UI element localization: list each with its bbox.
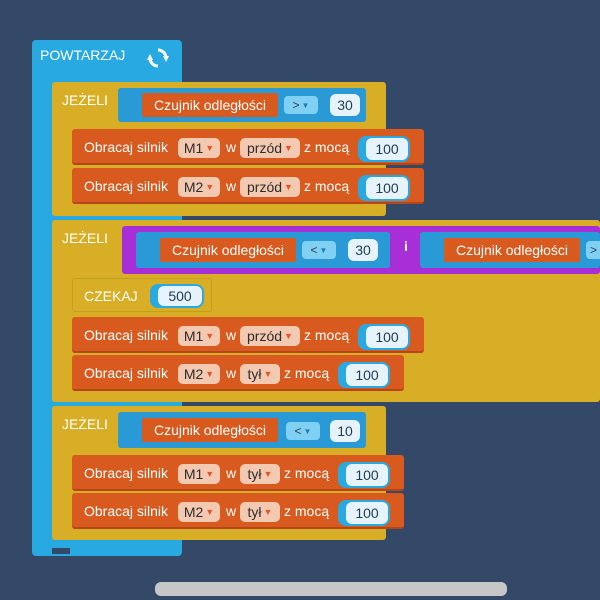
if3-cmd1-motor-dropdown[interactable]: M1▼ [178,464,220,484]
command-text: Obracaj silnik [84,327,169,343]
repeat-loop-label: POWTARZAJ [40,47,126,63]
if2-cmd1-motor-dropdown[interactable]: M1▼ [178,326,220,346]
if3-operator-dropdown[interactable]: <▼ [286,422,320,440]
if2-operator-b-dropdown[interactable]: > [586,241,600,259]
dropdown-arrow-icon: ▼ [284,182,293,192]
dropdown-arrow-icon: ▼ [205,143,215,153]
dropdown-arrow-icon: ▼ [263,469,273,479]
direction-value: tył [247,366,262,382]
dropdown-arrow-icon: ▼ [205,182,215,192]
motor-value: M1 [183,140,204,156]
command-text: Obracaj silnik [84,178,169,194]
dropdown-arrow-icon: ▼ [205,331,215,341]
command-w: w [226,365,237,381]
if2-operator-a-dropdown[interactable]: <▼ [302,241,336,259]
command-text: Obracaj silnik [84,365,169,381]
if1-operator-dropdown[interactable]: >▼ [284,96,318,114]
command-text: Obracaj silnik [84,465,169,481]
if3-distance-sensor[interactable]: Czujnik odległości [142,418,278,442]
command-w: w [226,139,237,155]
command-power-label: z mocą [284,503,330,519]
direction-value: przód [247,328,283,344]
motor-value: M2 [183,179,204,195]
if1-cmd1-motor-dropdown[interactable]: M1▼ [178,138,220,158]
if2-cmd1-direction-dropdown[interactable]: przód▼ [240,326,300,346]
command-w: w [226,465,237,481]
if-block-2-label: JEŻELI [62,230,108,246]
if2-operator-b: > [590,243,598,257]
if2-cmd2-direction-dropdown[interactable]: tył▼ [240,364,280,384]
if3-cmd1-direction-dropdown[interactable]: tył▼ [240,464,280,484]
if1-cmd1-power-input[interactable]: 100 [366,138,408,160]
if2-and-label: i [404,238,408,254]
if3-cmd2-power-input[interactable]: 100 [346,502,388,524]
dropdown-arrow-icon: ▼ [205,507,215,517]
command-w: w [226,327,237,343]
motor-value: M2 [183,504,204,520]
command-power-label: z mocą [284,365,330,381]
direction-value: przód [247,140,283,156]
dropdown-arrow-icon: ▼ [205,369,215,379]
direction-value: tył [247,466,262,482]
if2-cmd1-power-input[interactable]: 100 [366,326,408,348]
if2-value-a-input[interactable]: 30 [348,239,378,261]
if3-cmd1-power-input[interactable]: 100 [346,464,388,486]
if-block-3-label: JEŻELI [62,416,108,432]
dropdown-arrow-icon: ▼ [205,469,215,479]
direction-value: tył [247,504,262,520]
if2-operator-a: < [310,243,318,257]
dropdown-arrow-icon: ▼ [319,245,328,255]
if2-distance-sensor-a[interactable]: Czujnik odległości [160,238,296,262]
if1-cmd2-power-input[interactable]: 100 [366,177,408,199]
if3-cmd2-direction-dropdown[interactable]: tył▼ [240,502,280,522]
if2-cmd2-power-input[interactable]: 100 [346,364,388,386]
if1-distance-sensor[interactable]: Czujnik odległości [142,93,278,117]
if1-operator: > [292,98,300,112]
command-w: w [226,503,237,519]
motor-value: M2 [183,366,204,382]
command-power-label: z mocą [304,139,350,155]
horizontal-scrollbar[interactable] [155,582,507,596]
dropdown-arrow-icon: ▼ [284,331,293,341]
if2-cmd2-motor-dropdown[interactable]: M2▼ [178,364,220,384]
if1-value-input[interactable]: 30 [330,94,360,116]
if1-cmd2-direction-dropdown[interactable]: przód▼ [240,177,300,197]
if1-cmd2-motor-dropdown[interactable]: M2▼ [178,177,220,197]
loop-bottom-notch [52,548,70,554]
command-power-label: z mocą [304,327,350,343]
dropdown-arrow-icon: ▼ [284,143,293,153]
if3-operator: < [294,424,302,438]
motor-value: M1 [183,466,204,482]
dropdown-arrow-icon: ▼ [301,100,310,110]
if-block-1-label: JEŻELI [62,92,108,108]
wait-value-input[interactable]: 500 [158,286,202,306]
if1-cmd1-direction-dropdown[interactable]: przód▼ [240,138,300,158]
command-text: Obracaj silnik [84,503,169,519]
command-text: Obracaj silnik [84,139,169,155]
wait-block-label: CZEKAJ [84,288,138,304]
command-power-label: z mocą [304,178,350,194]
if2-distance-sensor-b[interactable]: Czujnik odległości [444,238,580,262]
dropdown-arrow-icon: ▼ [263,507,273,517]
command-w: w [226,178,237,194]
dropdown-arrow-icon: ▼ [263,369,273,379]
if3-cmd2-motor-dropdown[interactable]: M2▼ [178,502,220,522]
repeat-icon [147,48,169,68]
direction-value: przód [247,179,283,195]
if3-value-input[interactable]: 10 [330,420,360,442]
motor-value: M1 [183,328,204,344]
dropdown-arrow-icon: ▼ [303,426,312,436]
command-power-label: z mocą [284,465,330,481]
